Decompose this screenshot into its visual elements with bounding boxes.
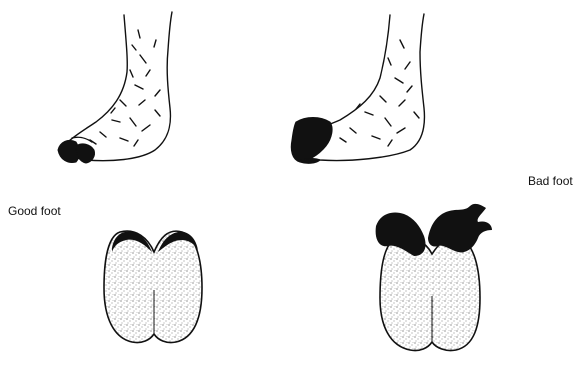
bad-foot-long-toe	[291, 118, 332, 164]
good-foot-hoof-tips	[58, 140, 95, 163]
good-foot-label: Good foot	[8, 204, 61, 218]
bad-foot-sole-view	[376, 204, 492, 351]
good-foot-sole-view	[104, 231, 202, 342]
bad-foot-label: Bad foot	[528, 174, 573, 188]
good-foot-side-view	[68, 12, 172, 161]
